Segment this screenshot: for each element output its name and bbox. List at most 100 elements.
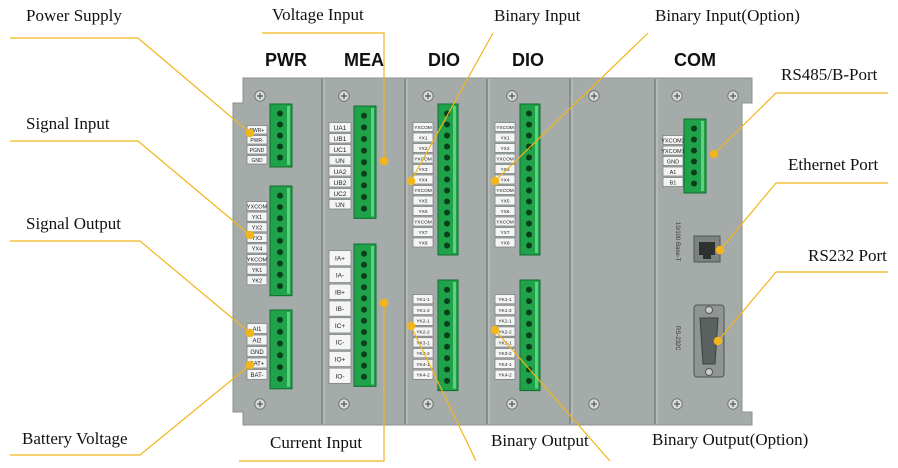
pin-label: YXCOM1 xyxy=(661,149,685,155)
rs232-socket xyxy=(699,317,719,365)
pin-label: YK2-1 xyxy=(498,319,512,325)
pin-label-box xyxy=(246,334,268,346)
pin-label: UN xyxy=(335,158,345,165)
connector-socket xyxy=(526,355,532,362)
pin-label-box xyxy=(412,143,434,153)
connector-socket xyxy=(277,192,283,199)
connector-socket xyxy=(277,110,283,117)
pin-label-box xyxy=(246,346,268,357)
connector-socket xyxy=(526,298,532,305)
module-label-mea: MEA xyxy=(344,50,384,70)
pin-label: B1 xyxy=(670,180,677,186)
pin-label-box xyxy=(412,304,434,315)
pin-label-box xyxy=(246,264,268,275)
connector-socket xyxy=(526,220,532,227)
mounting-screw xyxy=(254,398,266,410)
pin-label-box xyxy=(412,337,434,348)
pin-label-box xyxy=(494,315,516,326)
connector-socket xyxy=(444,242,450,249)
pin-label: BAT+ xyxy=(250,361,265,367)
connector-socket xyxy=(361,362,367,369)
pin-label-box xyxy=(412,358,434,369)
pin-label-box xyxy=(328,317,352,334)
pin-label: YK2 xyxy=(252,279,263,285)
connector-socket xyxy=(361,295,367,302)
connector-socket xyxy=(277,316,283,323)
connector-socket xyxy=(526,332,532,339)
mounting-screw xyxy=(727,90,739,102)
leader-power-supply xyxy=(10,37,251,134)
pin-label-box xyxy=(328,334,352,351)
connector-socket xyxy=(277,375,283,382)
pin-label-box xyxy=(494,195,516,206)
connector-socket xyxy=(361,329,367,335)
leader-binary-output-dot xyxy=(406,321,416,331)
rs232-screw xyxy=(705,306,713,314)
pin-label-box xyxy=(494,216,516,227)
pin-label-box xyxy=(412,164,434,174)
pwr-input-terminal xyxy=(269,185,293,297)
connector-socket xyxy=(444,132,450,139)
pin-label-box xyxy=(246,369,268,380)
connector-socket xyxy=(361,124,367,131)
pin-label: BAT- xyxy=(251,373,264,379)
pin-label-box xyxy=(662,166,684,177)
pin-label: YXCOM xyxy=(414,125,432,131)
pin-label: YX5 xyxy=(500,198,509,204)
pin-label-box xyxy=(494,369,516,380)
connector-socket xyxy=(526,286,532,293)
pin-label-box xyxy=(246,155,268,165)
pin-label: YX7 xyxy=(500,230,509,236)
callout-rs485-port: RS485/B-Port xyxy=(781,65,878,84)
callout-signal-output: Signal Output xyxy=(26,214,121,233)
connector-socket xyxy=(691,125,697,132)
callout-rs232-port: RS232 Port xyxy=(808,246,887,265)
mounting-screw xyxy=(338,398,350,410)
pin-label-box xyxy=(328,166,352,177)
pin-label: YK3-2 xyxy=(416,351,430,357)
leader-binary-input xyxy=(410,32,494,182)
ethernet-port-label: 10/100 Base-T xyxy=(674,222,680,262)
callout-battery-voltage: Battery Voltage xyxy=(22,429,128,448)
pin-label: YX3 xyxy=(500,167,509,173)
pin-label: UC1 xyxy=(333,147,346,154)
pin-label: UB1 xyxy=(334,136,347,143)
leader-rs485 xyxy=(713,92,888,155)
pwr-power-terminal xyxy=(269,103,293,168)
pin-label: YX8 xyxy=(418,240,427,246)
mea-current-labels: IA+IA-IB+IB-IC+IC-IO+IO- xyxy=(328,250,352,384)
connector-body xyxy=(269,309,293,390)
connector-socket xyxy=(277,121,283,128)
pin-label: PGND xyxy=(250,148,265,154)
pin-label: UA1 xyxy=(334,125,347,132)
pin-label: AI1 xyxy=(252,327,262,333)
connector-socket xyxy=(444,231,450,238)
pin-label: YX7 xyxy=(418,230,427,236)
pin-label-box xyxy=(412,315,434,326)
rs232-connector xyxy=(693,304,725,378)
pin-label-box xyxy=(246,222,268,233)
connector-socket xyxy=(526,154,532,161)
leader-binary-output xyxy=(410,325,477,462)
connector-socket xyxy=(277,340,283,347)
connector-socket xyxy=(526,242,532,249)
pin-label: GND xyxy=(250,350,264,356)
pin-label: AI2 xyxy=(252,338,262,344)
leader-rs232 xyxy=(717,271,888,342)
connector-socket xyxy=(444,377,450,384)
connector-socket xyxy=(361,159,367,166)
pin-label: YXCOM xyxy=(414,219,432,225)
pin-label: YK1-2 xyxy=(498,308,512,314)
pin-label: YX8 xyxy=(500,240,509,246)
mounting-screw xyxy=(671,90,683,102)
connector-socket xyxy=(361,284,367,291)
pin-label: YXCOM xyxy=(496,125,514,131)
pin-label: YK1-1 xyxy=(416,297,430,303)
connector-socket xyxy=(361,136,367,142)
connector-socket xyxy=(444,332,450,339)
